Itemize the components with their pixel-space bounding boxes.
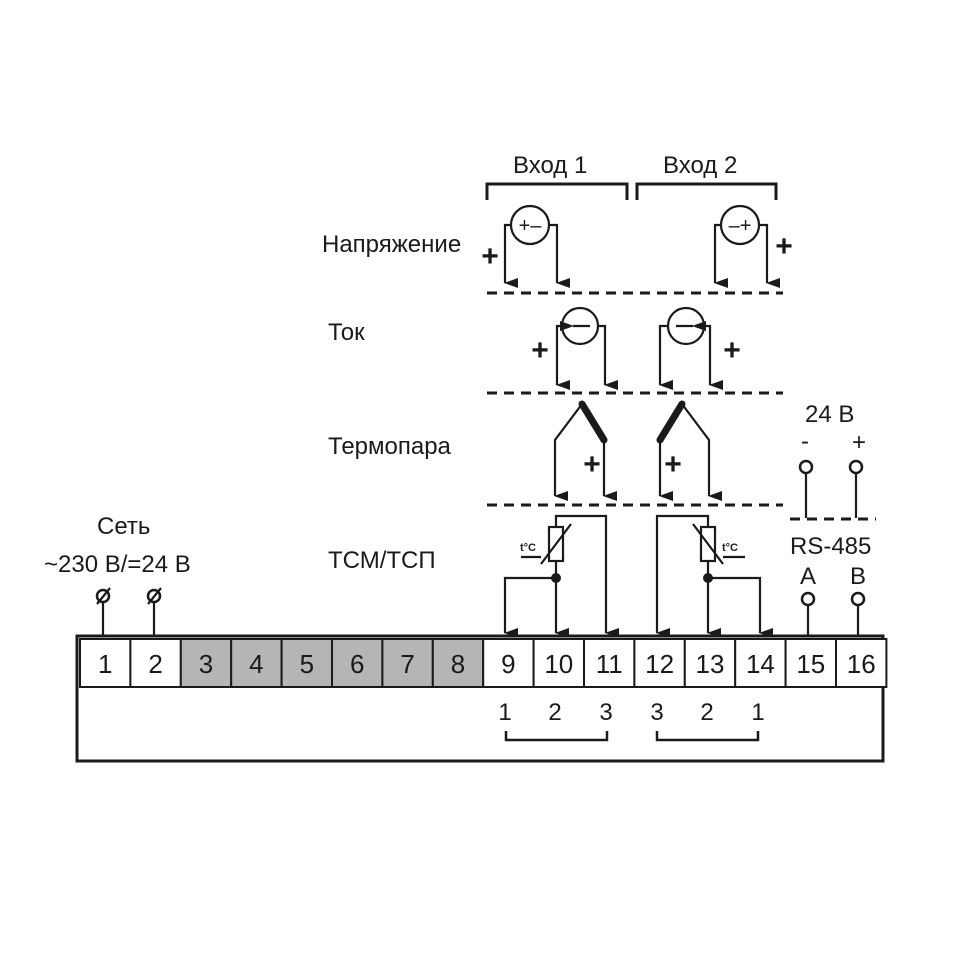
voltmeter-input2-polarity: –+ bbox=[729, 215, 752, 237]
thermocouple-input1: + bbox=[553, 400, 617, 501]
power-terminal-1 bbox=[95, 587, 111, 636]
voltage-input2-plus: + bbox=[775, 230, 793, 263]
terminal-cell bbox=[129, 638, 182, 688]
terminal-number: 12 bbox=[645, 649, 674, 679]
supply24-minus-terminal bbox=[798, 459, 814, 475]
mode-thermocouple-label: Термопара bbox=[328, 433, 452, 460]
supply24-plus: + bbox=[852, 429, 866, 456]
current-input2-plus: + bbox=[723, 334, 741, 367]
terminal-number: 14 bbox=[746, 649, 775, 679]
rs485-b-label: B bbox=[850, 563, 866, 590]
thermocouple-input2: + bbox=[656, 400, 722, 501]
terminal-cell bbox=[431, 638, 485, 688]
rs485-a-label: A bbox=[800, 563, 816, 590]
input1-sublabel-3: 3 bbox=[599, 699, 612, 726]
terminal-number: 5 bbox=[300, 649, 314, 679]
terminal-cell bbox=[683, 638, 737, 688]
mode-rtd-label: ТСМ/ТСП bbox=[328, 547, 436, 574]
rtd-input2-temp-label: t°C bbox=[722, 542, 738, 554]
input2-bracket bbox=[635, 182, 778, 200]
input1-label: Вход 1 bbox=[513, 152, 587, 179]
terminal-cell bbox=[280, 638, 334, 688]
terminal-cell bbox=[734, 638, 787, 688]
thermocouple-input2-plus: + bbox=[664, 448, 682, 481]
ammeter-input2: + bbox=[658, 306, 741, 390]
input2-sub-bracket bbox=[655, 731, 760, 742]
thermocouple-input1-plus: + bbox=[583, 448, 601, 481]
rs485-label: RS-485 bbox=[790, 533, 871, 560]
power-terminal-2 bbox=[146, 587, 162, 636]
terminal-number: 13 bbox=[696, 649, 725, 679]
rs485-a-terminal bbox=[800, 591, 816, 607]
terminal-cell bbox=[532, 638, 585, 688]
terminal-number: 9 bbox=[501, 649, 515, 679]
terminal-cell bbox=[179, 638, 233, 688]
terminal-number: 2 bbox=[148, 649, 162, 679]
mode-voltage-label: Напряжение bbox=[322, 231, 461, 258]
input1-sub-bracket bbox=[504, 731, 609, 742]
terminal-number: 8 bbox=[451, 649, 465, 679]
ammeter-input1: + bbox=[531, 306, 618, 390]
terminal-number: 4 bbox=[249, 649, 263, 679]
rs485-b-terminal bbox=[850, 591, 866, 607]
input1-sublabel-2: 2 bbox=[548, 699, 561, 726]
terminal-number: 10 bbox=[544, 649, 573, 679]
terminal-cell bbox=[835, 638, 888, 688]
terminal-cell bbox=[583, 638, 636, 688]
voltmeter-input1: +– + bbox=[481, 204, 570, 288]
power-spec: ~230 В/=24 В bbox=[44, 551, 191, 578]
terminal-number: 15 bbox=[796, 649, 825, 679]
input1-sublabel-1: 1 bbox=[498, 699, 511, 726]
input2-sublabel-2: 2 bbox=[700, 699, 713, 726]
terminal-cell bbox=[79, 638, 132, 688]
voltmeter-input2: –+ + bbox=[713, 204, 793, 288]
terminal-number: 6 bbox=[350, 649, 364, 679]
supply24-minus: - bbox=[801, 428, 809, 455]
mode-current-label: Ток bbox=[328, 319, 365, 346]
terminal-number: 16 bbox=[847, 649, 876, 679]
input2-label: Вход 2 bbox=[663, 152, 737, 179]
rtd-input1-temp-label: t°C bbox=[520, 542, 536, 554]
input2-sublabel-1: 3 bbox=[650, 699, 663, 726]
terminal-number: 11 bbox=[596, 649, 623, 679]
terminal-cell bbox=[230, 638, 283, 688]
rtd-input2: t°C bbox=[655, 514, 773, 638]
input2-sublabel-3: 1 bbox=[751, 699, 764, 726]
terminal-number: 3 bbox=[199, 649, 213, 679]
voltage-input1-plus: + bbox=[481, 240, 499, 273]
terminal-cell bbox=[482, 638, 535, 688]
rtd-input1: t°C bbox=[503, 514, 619, 638]
supply24-label: 24 В bbox=[805, 401, 854, 428]
voltmeter-input1-polarity: +– bbox=[519, 215, 543, 237]
power-title: Сеть bbox=[97, 513, 150, 540]
terminal-number: 7 bbox=[400, 649, 414, 679]
supply24-plus-terminal bbox=[848, 459, 864, 475]
current-input1-plus: + bbox=[531, 334, 549, 367]
terminal-cell bbox=[633, 638, 686, 688]
terminal-number: 1 bbox=[98, 649, 112, 679]
input1-bracket bbox=[485, 182, 629, 200]
